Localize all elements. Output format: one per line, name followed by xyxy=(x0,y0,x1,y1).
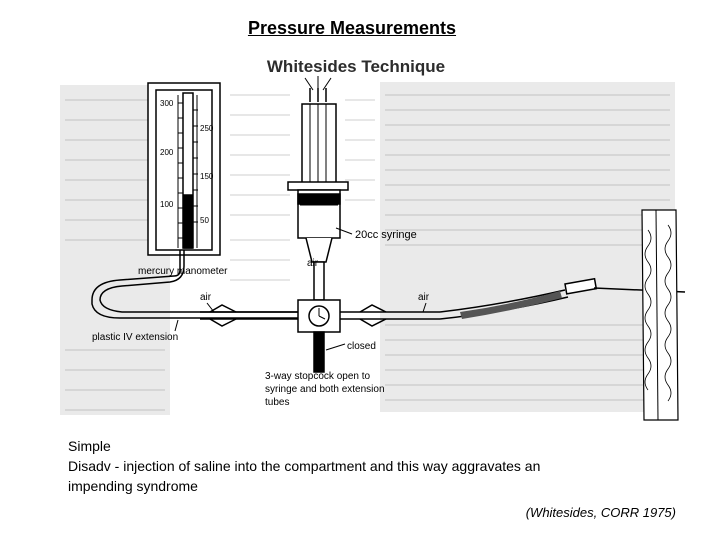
label-syringe: 20cc syringe xyxy=(355,229,417,241)
scale-250: 250 xyxy=(200,124,214,133)
caption-line-3: impending syndrome xyxy=(68,478,198,494)
scale-100: 100 xyxy=(160,200,174,209)
slide-subtitle: Whitesides Technique xyxy=(266,57,446,76)
saline-column xyxy=(460,291,562,319)
whitesides-diagram: 300 200 100 250 150 50 mercury manometer… xyxy=(60,76,686,421)
syringe xyxy=(287,88,349,301)
stopcock xyxy=(297,299,341,373)
slide-title: Pressure Measurements xyxy=(247,18,457,38)
label-closed: closed xyxy=(347,341,376,352)
manometer-ticks xyxy=(178,102,198,239)
caption-line-2: Disadv - injection of saline into the co… xyxy=(68,458,541,474)
left-extension-tube xyxy=(200,304,298,327)
label-stopcock-3: tubes xyxy=(265,397,289,408)
label-air-right: air xyxy=(418,292,430,303)
label-air-left: air xyxy=(200,292,212,303)
caption-line-1: Simple xyxy=(68,438,111,454)
mercury-manometer xyxy=(147,82,221,256)
label-air-top: air xyxy=(307,258,319,269)
scale-50: 50 xyxy=(200,216,209,225)
manometer-tube xyxy=(91,250,298,319)
syringe-arrows xyxy=(304,76,332,91)
manometer-scale: 300 200 100 250 150 50 xyxy=(160,99,214,225)
label-stopcock-2: syringe and both extension xyxy=(265,384,385,395)
scale-150: 150 xyxy=(200,172,214,181)
scale-300: 300 xyxy=(160,99,174,108)
limb-tissue xyxy=(641,209,679,421)
scale-200: 200 xyxy=(160,148,174,157)
background-text-texture xyxy=(60,82,675,415)
label-stopcock-1: 3-way stopcock open to xyxy=(265,371,370,382)
label-plastic-iv: plastic IV extension xyxy=(92,332,178,343)
citation: (Whitesides, CORR 1975) xyxy=(525,505,676,520)
